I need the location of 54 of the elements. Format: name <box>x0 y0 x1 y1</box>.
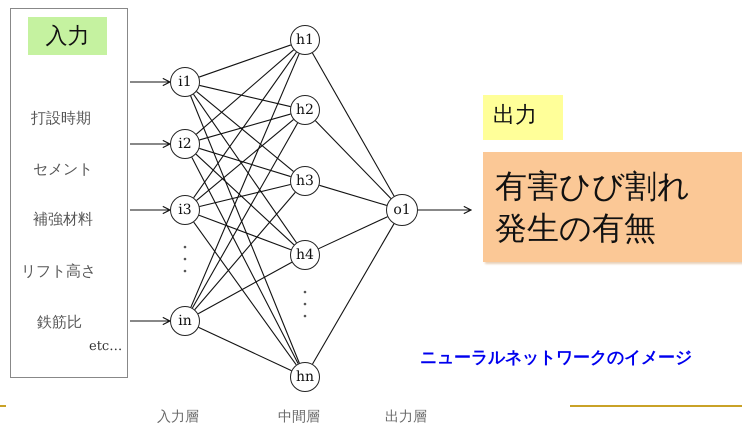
neuron-circle: h2 <box>290 95 320 125</box>
connection-line <box>198 214 292 250</box>
connection-line <box>193 52 297 198</box>
connection-line <box>319 184 387 206</box>
connection-line <box>190 54 300 308</box>
neuron-circle: i2 <box>170 129 200 159</box>
arrow <box>130 78 171 86</box>
connection-line <box>199 84 291 108</box>
layer-label: 入力層 <box>157 408 199 426</box>
input-item: etc… <box>89 339 122 354</box>
neuron-circle: h3 <box>290 166 320 196</box>
neuron-circle: i1 <box>170 67 200 97</box>
connection-line <box>312 52 395 196</box>
layer-label: 中間層 <box>278 408 320 426</box>
neuron-circle: hn <box>290 362 320 392</box>
output-box: 有害ひび割れ発生の有無 <box>483 152 742 262</box>
connection-line <box>193 222 297 366</box>
arrow <box>130 140 171 148</box>
connection-line <box>318 216 388 250</box>
connection-line <box>312 224 394 364</box>
connection-line <box>190 96 300 364</box>
connection-line <box>198 44 292 78</box>
connection-line <box>196 119 294 201</box>
connection-line <box>199 184 291 207</box>
arrow <box>418 206 472 214</box>
input-item: 鉄筋比 <box>37 313 82 332</box>
neuron-circle: in <box>170 306 200 336</box>
output-heading: 出力 <box>483 95 563 140</box>
input-item: セメント <box>33 160 93 179</box>
input-item: 打設時期 <box>31 109 91 128</box>
input-heading: 入力 <box>28 17 107 55</box>
neuron-circle: i3 <box>170 195 200 225</box>
connection-line <box>193 94 297 243</box>
input-panel <box>10 8 128 378</box>
neuron-circle: o1 <box>386 194 418 226</box>
layer-label: 出力層 <box>385 408 427 426</box>
connection-line <box>198 326 292 372</box>
connection-line <box>196 91 294 172</box>
connection-line <box>196 154 294 246</box>
connection-line <box>192 122 298 308</box>
connection-line <box>191 157 299 364</box>
arrow <box>130 206 171 214</box>
connection-line <box>199 114 291 140</box>
arrow <box>130 316 171 326</box>
caption-text: ニューラルネットワークのイメージ <box>420 347 692 369</box>
neuron-circle: h4 <box>290 240 320 270</box>
connection-line <box>199 148 291 178</box>
connection-line <box>194 192 296 310</box>
neuron-circle: h1 <box>290 25 320 55</box>
connection-line <box>315 120 392 199</box>
connection-line <box>196 49 294 135</box>
connection-line <box>198 262 292 314</box>
input-item: 補強材料 <box>33 210 93 229</box>
input-item: リフト高さ <box>21 262 96 281</box>
